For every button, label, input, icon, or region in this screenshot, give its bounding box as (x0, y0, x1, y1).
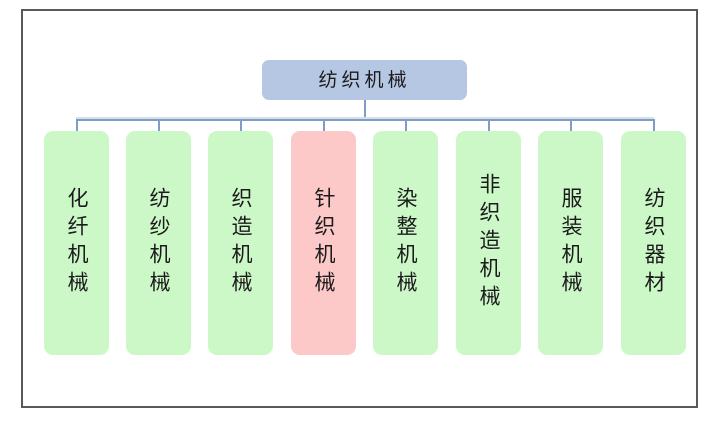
connector-drop-8 (653, 119, 655, 131)
connector-drop-3 (240, 119, 242, 131)
leaf-node-5-label: 染整机械 (393, 187, 418, 299)
connector-drop-2 (158, 119, 160, 131)
connector-drop-7 (570, 119, 572, 131)
leaf-node-5[interactable]: 染整机械 (373, 131, 438, 355)
leaf-node-6-label: 非织造机械 (476, 173, 501, 313)
connector-drop-6 (488, 119, 490, 131)
leaf-node-8-label: 纺织器材 (641, 187, 666, 299)
leaf-node-6[interactable]: 非织造机械 (456, 131, 521, 355)
leaf-node-2[interactable]: 纺纱机械 (126, 131, 191, 355)
leaf-node-7-label: 服装机械 (558, 187, 583, 299)
leaf-node-3-label: 织造机械 (228, 187, 253, 299)
leaf-node-1-label: 化纤机械 (64, 187, 89, 299)
leaf-node-4-label: 针织机械 (311, 187, 336, 299)
root-node-textile-machinery[interactable]: 纺织机械 (262, 60, 467, 100)
connector-drop-4 (323, 119, 325, 131)
connector-root-trunk (364, 100, 366, 119)
root-node-label: 纺织机械 (318, 68, 411, 91)
connector-drop-5 (405, 119, 407, 131)
leaf-node-4-highlighted[interactable]: 针织机械 (291, 131, 356, 355)
connector-horizontal-bus (76, 119, 654, 121)
leaf-node-2-label: 纺纱机械 (146, 187, 171, 299)
leaf-node-8[interactable]: 纺织器材 (621, 131, 686, 355)
leaf-node-1[interactable]: 化纤机械 (44, 131, 109, 355)
leaf-node-3[interactable]: 织造机械 (208, 131, 273, 355)
connector-bus-highlight (76, 117, 654, 119)
connector-drop-1 (76, 119, 78, 131)
leaf-node-7[interactable]: 服装机械 (538, 131, 603, 355)
